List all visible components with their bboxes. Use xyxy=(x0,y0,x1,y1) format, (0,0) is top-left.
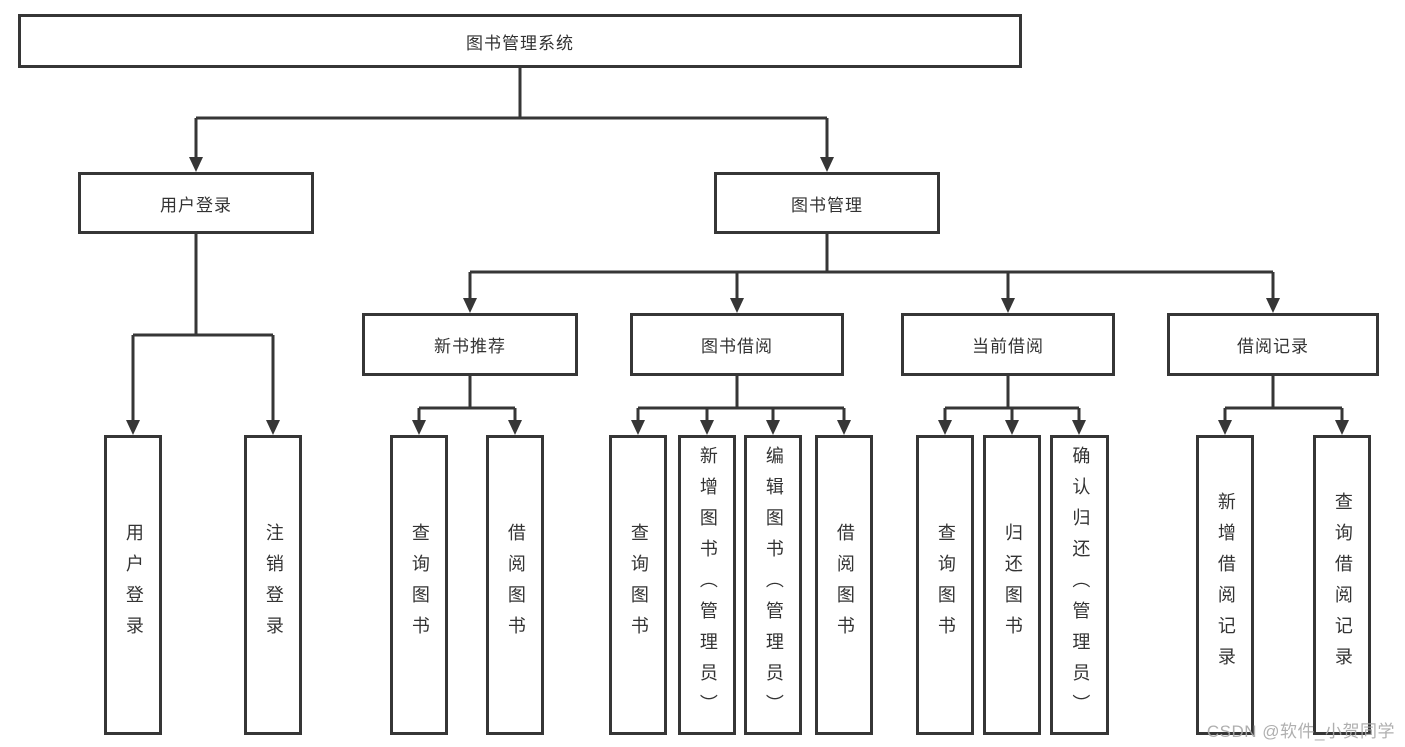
node-label: 借阅图书 xyxy=(834,523,855,647)
node-label: 新书推荐 xyxy=(434,337,506,356)
node-label: 查询图书 xyxy=(409,523,430,647)
node-label: 图书管理 xyxy=(791,195,863,215)
node-leaf-query-books-recommend: 查询图书 xyxy=(390,435,448,735)
node-label: 归还图书 xyxy=(1002,523,1023,647)
node-label: 确认归还（管理员） xyxy=(1070,445,1091,725)
node-leaf-add-borrow-record: 新增借阅记录 xyxy=(1196,435,1254,735)
node-label: 借阅图书 xyxy=(505,523,526,647)
csdn-watermark: CSDN @软件_小贺同学 xyxy=(1206,722,1395,741)
node-leaf-borrow-books: 借阅图书 xyxy=(815,435,873,735)
node-label: 图书借阅 xyxy=(701,337,773,356)
node-book-borrowing: 图书借阅 xyxy=(630,313,844,376)
node-leaf-query-books-current: 查询图书 xyxy=(916,435,974,735)
node-label: 注销登录 xyxy=(263,523,284,647)
node-label: 查询借阅记录 xyxy=(1332,492,1353,678)
node-label: 查询图书 xyxy=(935,523,956,647)
node-label: 图书管理系统 xyxy=(466,33,574,53)
node-leaf-query-borrow-record: 查询借阅记录 xyxy=(1313,435,1371,735)
arrowheads xyxy=(126,157,1349,435)
node-leaf-borrow-books-recommend: 借阅图书 xyxy=(486,435,544,735)
node-label: 查询图书 xyxy=(628,523,649,647)
node-book-management: 图书管理 xyxy=(714,172,940,234)
node-label: 当前借阅 xyxy=(972,337,1044,356)
node-borrowing-records: 借阅记录 xyxy=(1167,313,1379,376)
node-current-borrowing: 当前借阅 xyxy=(901,313,1115,376)
node-leaf-user-login: 用户登录 xyxy=(104,435,162,735)
node-leaf-edit-book-admin: 编辑图书（管理员） xyxy=(744,435,802,735)
node-leaf-add-book-admin: 新增图书（管理员） xyxy=(678,435,736,735)
node-library-management-system: 图书管理系统 xyxy=(18,14,1022,68)
node-label: 新增借阅记录 xyxy=(1215,492,1236,678)
node-leaf-confirm-return-admin: 确认归还（管理员） xyxy=(1050,435,1109,735)
node-label: 用户登录 xyxy=(160,195,232,215)
node-label: 借阅记录 xyxy=(1237,337,1309,356)
node-label: 用户登录 xyxy=(123,523,144,647)
node-user-login: 用户登录 xyxy=(78,172,314,234)
node-leaf-query-books-borrow: 查询图书 xyxy=(609,435,667,735)
node-label: 新增图书（管理员） xyxy=(697,445,718,725)
node-label: 编辑图书（管理员） xyxy=(763,445,784,725)
node-new-book-recommendation: 新书推荐 xyxy=(362,313,578,376)
node-leaf-logout: 注销登录 xyxy=(244,435,302,735)
node-leaf-return-books: 归还图书 xyxy=(983,435,1041,735)
